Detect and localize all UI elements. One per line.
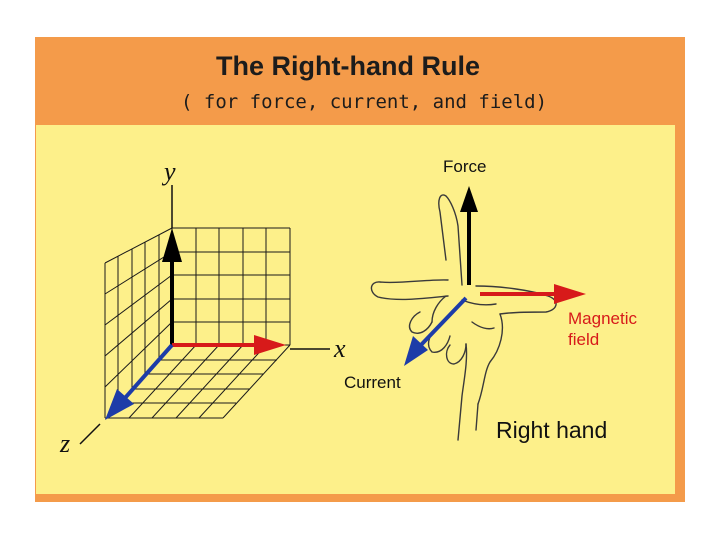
back-wall-grid (171, 227, 291, 345)
x-axis-label: x (333, 334, 346, 363)
page-title: The Right-hand Rule (216, 51, 480, 81)
z-vector-arrowhead (105, 389, 134, 420)
right-hand-caption: Right hand (496, 417, 607, 443)
force-label: Force (443, 157, 486, 176)
diagram-panel (36, 125, 675, 494)
current-vector-arrowhead (404, 336, 428, 366)
right-hand-drawing (370, 194, 557, 441)
side-wall-grid (104, 227, 173, 418)
y-vector-arrowhead (162, 228, 182, 262)
floor-grid (105, 344, 291, 419)
y-axis-label: y (161, 157, 176, 186)
field-vector-arrowhead (554, 284, 586, 304)
z-axis-line (79, 423, 101, 445)
magnetic-field-label-line1: Magnetic (568, 309, 637, 328)
z-axis-label: z (59, 429, 70, 458)
page-subtitle: ( for force, current, and field) (181, 91, 548, 113)
force-vector-arrowhead (460, 186, 478, 212)
magnetic-field-label-line2: field (568, 330, 599, 349)
current-vector-shaft (418, 296, 468, 348)
x-vector-arrowhead (254, 335, 286, 355)
current-label: Current (344, 373, 401, 392)
z-vector-shaft (123, 343, 174, 400)
